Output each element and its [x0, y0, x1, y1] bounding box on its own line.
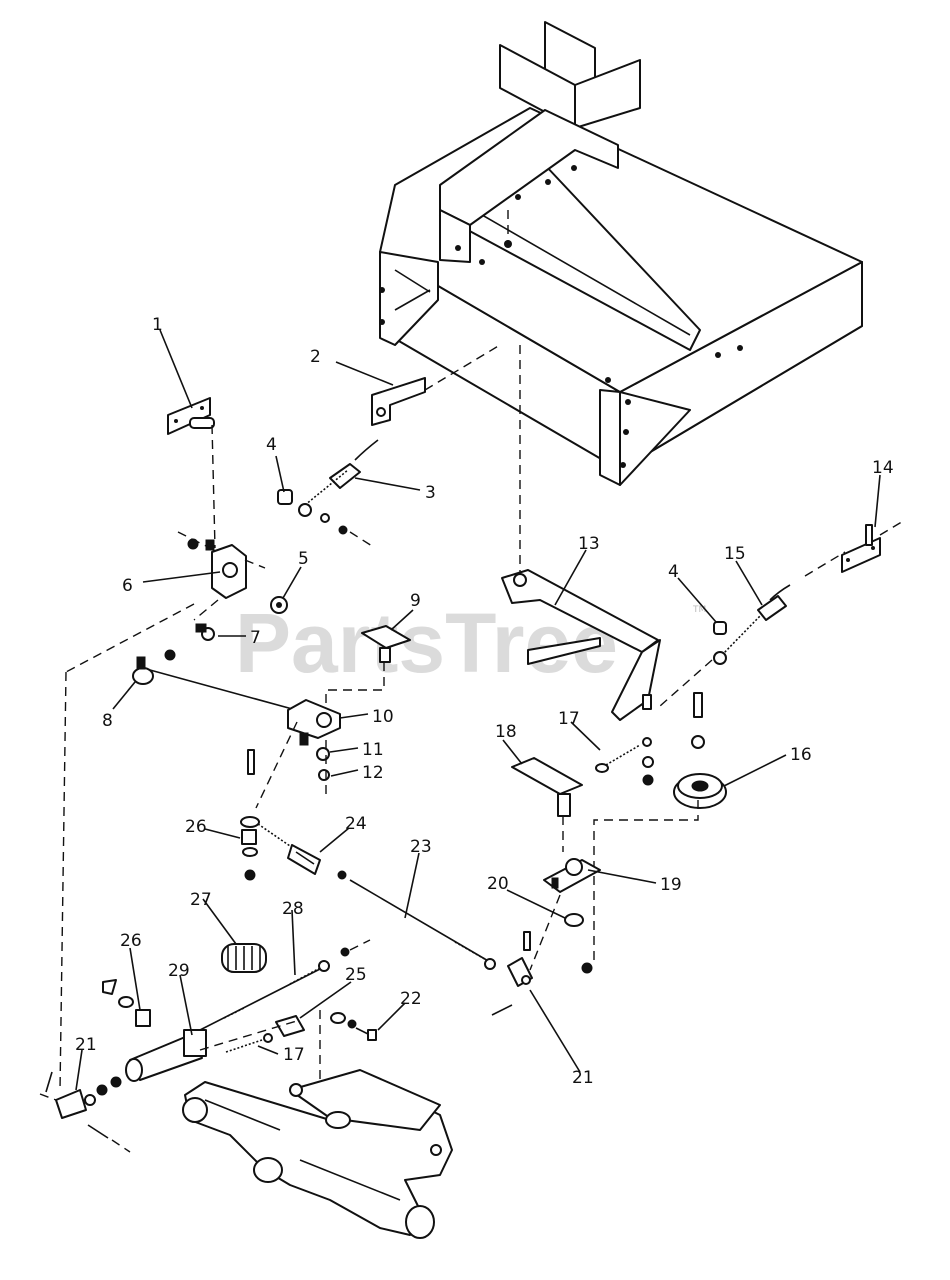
callout-7: 7	[250, 628, 261, 648]
callout-20: 20	[487, 874, 509, 894]
callout-17-left: 17	[283, 1045, 305, 1065]
part-9-bracket	[361, 625, 411, 663]
part-25-bracket	[275, 1015, 305, 1037]
callout-5: 5	[298, 549, 309, 569]
callout-10: 10	[372, 707, 394, 727]
part-26-bushing-lower	[102, 979, 151, 1027]
part-3-rod-end	[298, 439, 379, 517]
callout-18: 18	[495, 722, 517, 742]
callout-24: 24	[345, 814, 367, 834]
callout-12: 12	[362, 763, 384, 783]
callout-15: 15	[724, 544, 746, 564]
watermark: PartsTree	[235, 596, 618, 690]
callout-2: 2	[310, 347, 321, 367]
callout-3: 3	[425, 483, 436, 503]
part-21-clevis-left	[45, 1071, 122, 1139]
part-17-spring-right	[595, 737, 652, 773]
part-15-rod-end	[713, 584, 791, 665]
callout-4-right: 4	[668, 562, 679, 582]
part-27-spring	[221, 943, 267, 973]
callout-21-left: 21	[75, 1035, 97, 1055]
part-18-bracket	[511, 757, 583, 817]
part-29-shaft	[125, 1029, 207, 1082]
callout-17-right: 17	[558, 709, 580, 729]
main-frame	[379, 21, 863, 486]
part-5-bushing	[270, 596, 288, 614]
callout-19: 19	[660, 875, 682, 895]
leader-lines	[75, 329, 881, 1091]
callout-13: 13	[578, 534, 600, 554]
callout-16: 16	[790, 745, 812, 765]
callout-8: 8	[102, 711, 113, 731]
callout-14: 14	[872, 458, 894, 478]
callout-25: 25	[345, 965, 367, 985]
callout-9: 9	[410, 591, 421, 611]
part-22-bolt	[330, 1012, 377, 1041]
part-20-spacer	[564, 913, 584, 927]
callout-1: 1	[152, 315, 163, 335]
part-2-bracket	[371, 377, 426, 426]
callout-21-right: 21	[572, 1068, 594, 1088]
transaxle	[182, 1069, 453, 1239]
callout-23: 23	[410, 837, 432, 857]
part-19-bracket	[543, 858, 601, 893]
part-6-pivot-bracket	[205, 539, 247, 599]
callout-26-lower: 26	[120, 931, 142, 951]
callout-11: 11	[362, 740, 384, 760]
callout-28: 28	[282, 899, 304, 919]
watermark-trademark: TM	[692, 605, 706, 615]
part-4-spacer-left	[277, 489, 293, 505]
part-4-spacer-right	[713, 621, 727, 635]
part-14-bracket	[841, 524, 881, 573]
part-21-clevis-right	[491, 957, 533, 1016]
part-28-rod	[199, 939, 371, 1031]
part-24-turnbuckle	[287, 844, 321, 875]
part-16-pulley	[673, 692, 727, 809]
callout-4-left: 4	[266, 435, 277, 455]
part-26-bushing-upper	[240, 816, 260, 881]
callout-22: 22	[400, 989, 422, 1009]
callout-6: 6	[122, 576, 133, 596]
part-1-bracket	[167, 397, 215, 435]
part-23-rod	[349, 879, 491, 963]
part-17-spring-left	[225, 1033, 273, 1053]
callout-26-upper: 26	[185, 817, 207, 837]
callout-27: 27	[190, 890, 212, 910]
part-7-ball-joint	[195, 623, 215, 641]
part-10-bracket	[287, 699, 341, 746]
callout-29: 29	[168, 961, 190, 981]
callout-labels: 1 2 3 4 6 5 7 8 9 10 11 12 13 14 15 4 16…	[75, 315, 894, 1088]
part-8-ball-joint	[132, 649, 176, 685]
